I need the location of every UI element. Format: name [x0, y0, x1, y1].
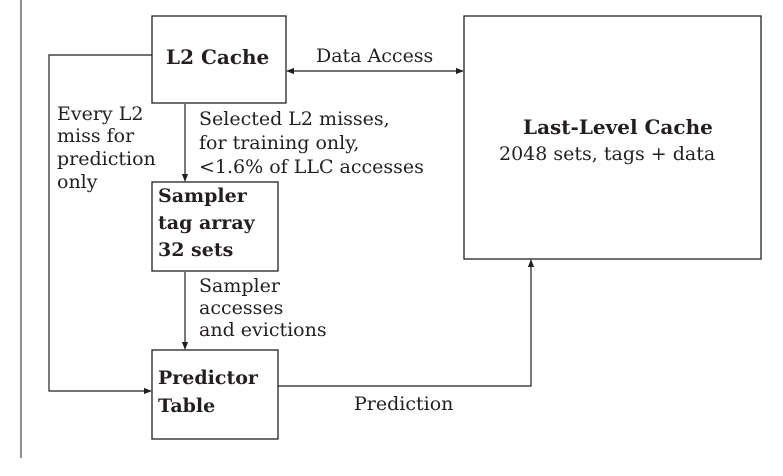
selected-misses-label-line: Selected L2 misses,	[199, 108, 390, 130]
l2-cache-label: L2 Cache	[166, 45, 270, 69]
last-level-cache-subtitle: 2048 sets, tags + data	[499, 143, 716, 165]
sampler-box	[151, 181, 279, 272]
predictor-label-line: Table	[158, 395, 216, 417]
sampler-label-line: 32 sets	[158, 239, 234, 261]
last-level-cache-box	[463, 15, 762, 260]
sampler-accesses-label-line: accesses	[199, 297, 284, 319]
sampler-accesses-label-line: Sampler	[199, 275, 280, 297]
predictor-table-box	[151, 349, 279, 440]
sampler-label-line: tag array	[158, 212, 255, 234]
predictor-label-line: Predictor	[158, 367, 258, 389]
every-miss-label-line: Every L2	[57, 103, 144, 125]
every-miss-label-line: only	[57, 171, 98, 193]
every-miss-label-line: prediction	[57, 148, 156, 170]
selected-misses-label-line: <1.6% of LLC accesses	[199, 156, 424, 178]
prediction-arrow	[278, 259, 535, 387]
sampler-label-line: Sampler	[158, 185, 247, 207]
selected-misses-label-line: for training only,	[199, 132, 360, 154]
data-access-label: Data Access	[316, 45, 434, 67]
every-miss-arrow	[48, 54, 152, 395]
sampler-accesses-label-line: and evictions	[199, 319, 327, 341]
prediction-label: Prediction	[354, 393, 454, 415]
every-miss-label-line: miss for	[57, 125, 135, 147]
l2-cache-box	[151, 15, 287, 104]
last-level-cache-title: Last-Level Cache	[523, 115, 713, 139]
